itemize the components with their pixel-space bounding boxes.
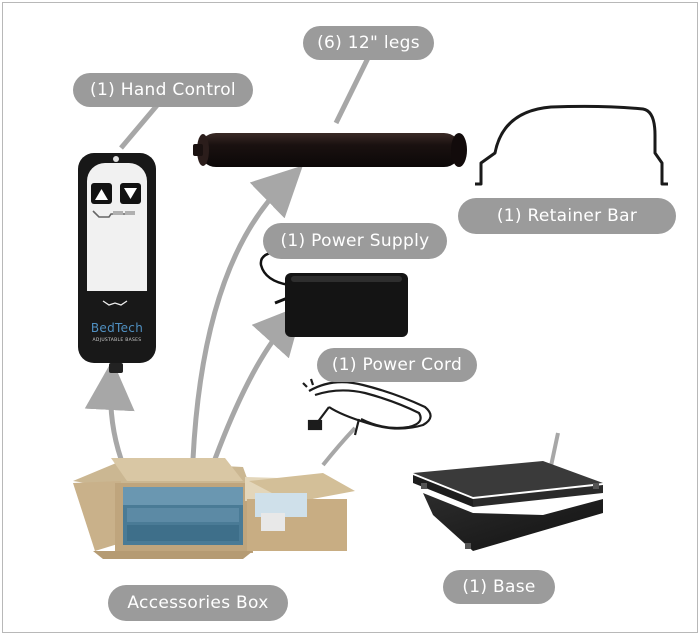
arrow-to-legs	[190, 165, 303, 460]
hand-control-remote	[78, 153, 156, 373]
remote-connector	[109, 363, 123, 373]
remote-tagline: ADJUSTABLE BASES	[92, 338, 142, 343]
arrow-to-power-supply	[212, 304, 304, 460]
base-label: (1) Base	[443, 570, 555, 604]
illustration	[73, 56, 668, 559]
arrow-to-hand-control	[84, 360, 135, 460]
bed-logo-icon	[102, 300, 128, 306]
accessories-box-label: Accessories Box	[108, 585, 288, 621]
retainer-bar-wire	[475, 104, 668, 186]
down-arrow-icon	[124, 188, 137, 199]
power-supply-label: (1) Power Supply	[263, 223, 447, 259]
power-cord-coil	[302, 378, 432, 436]
power-cord-label: (1) Power Cord	[317, 348, 477, 382]
remote-brand: BedTech	[90, 321, 144, 335]
legs-label: (6) 12" legs	[303, 26, 434, 60]
base-pointer	[549, 432, 560, 467]
up-arrow-icon	[95, 189, 108, 200]
base-image	[413, 461, 603, 551]
accessories-box-image	[73, 458, 355, 559]
legs-pointer	[333, 56, 371, 125]
leg-cylinder	[193, 133, 467, 167]
arrow-to-power-cord	[321, 426, 357, 467]
power-supply-unit	[259, 250, 408, 337]
retainer-bar-label: (1) Retainer Bar	[458, 198, 676, 234]
hand-control-label: (1) Hand Control	[73, 73, 253, 107]
hand-control-pointer	[119, 101, 161, 150]
